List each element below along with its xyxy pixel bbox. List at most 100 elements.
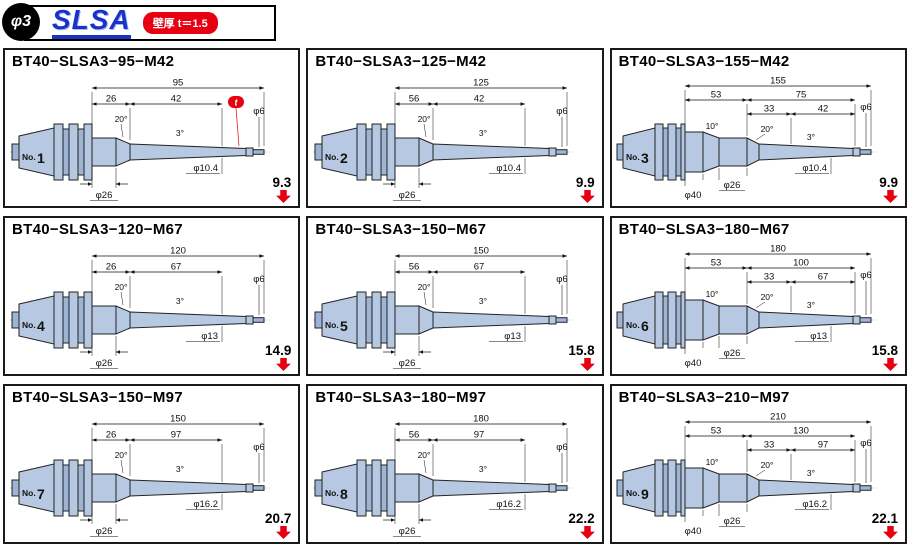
dim-label: 3° bbox=[176, 296, 184, 306]
red-down-arrow-icon bbox=[579, 358, 595, 371]
dim-label: φ6 bbox=[860, 102, 871, 113]
dim-label: 20° bbox=[760, 292, 773, 302]
dim-label: φ13 bbox=[201, 331, 218, 342]
no-number: 4 bbox=[37, 318, 45, 334]
t-badge-label: t bbox=[235, 98, 239, 108]
dim-label: 180 bbox=[473, 414, 489, 425]
dim-label: 10° bbox=[705, 289, 718, 299]
dim-label: 125 bbox=[473, 78, 489, 89]
dim-label: φ26 bbox=[399, 358, 416, 369]
dim-label: 97 bbox=[474, 430, 485, 441]
dim-label: φ13 bbox=[810, 331, 827, 342]
dim-label: 26 bbox=[106, 94, 117, 105]
weight-value: 22.2 bbox=[568, 510, 595, 526]
dim-label: φ26 bbox=[723, 348, 740, 359]
dim-label: 56 bbox=[409, 94, 420, 105]
dim-label: φ6 bbox=[860, 438, 871, 449]
dim-label: 20° bbox=[115, 114, 128, 124]
dim-label: 3° bbox=[807, 132, 815, 142]
dim-label: 3° bbox=[479, 128, 487, 138]
no-label: No. bbox=[325, 488, 339, 498]
dim-label: φ10.4 bbox=[497, 163, 522, 174]
dim-label: φ6 bbox=[557, 106, 568, 117]
dim-label: φ6 bbox=[557, 442, 568, 453]
model-number: BT40−SLSA3−120−M67 bbox=[12, 221, 183, 238]
model-number: BT40−SLSA3−150−M97 bbox=[12, 389, 183, 406]
dim-label: φ13 bbox=[505, 331, 522, 342]
dim-label: 130 bbox=[793, 426, 809, 437]
thickness-callout: t bbox=[228, 96, 244, 147]
no-number: 3 bbox=[641, 150, 649, 166]
no-label: No. bbox=[22, 152, 36, 162]
no-number: 2 bbox=[340, 150, 348, 166]
dim-label: 42 bbox=[817, 104, 828, 115]
dim-label: φ40 bbox=[684, 190, 701, 201]
dim-label: φ6 bbox=[253, 106, 264, 117]
weight-indicator: 15.8 bbox=[872, 343, 898, 371]
dim-label: 20° bbox=[115, 282, 128, 292]
dim-label: φ6 bbox=[860, 270, 871, 281]
red-down-arrow-icon bbox=[883, 190, 898, 203]
weight-value: 9.9 bbox=[879, 174, 898, 190]
dim-label: φ40 bbox=[684, 358, 701, 369]
no-label: No. bbox=[22, 488, 36, 498]
weight-value: 15.8 bbox=[568, 342, 595, 358]
no-number: 1 bbox=[37, 150, 45, 166]
red-down-arrow-icon bbox=[276, 358, 292, 371]
red-down-arrow-icon bbox=[579, 526, 595, 539]
dim-label: 3° bbox=[807, 300, 815, 310]
dim-label: 33 bbox=[763, 104, 774, 115]
weight-indicator: 9.3 bbox=[272, 174, 292, 203]
no-number: 7 bbox=[37, 486, 45, 502]
weight-value: 9.3 bbox=[272, 174, 292, 190]
dim-label: 42 bbox=[474, 94, 485, 105]
dim-label: 97 bbox=[817, 440, 828, 451]
dim-label: 20° bbox=[760, 124, 773, 134]
dim-label: 3° bbox=[479, 464, 487, 474]
weight-value: 9.9 bbox=[575, 174, 595, 190]
dim-label: φ26 bbox=[399, 190, 416, 201]
dim-label: 56 bbox=[409, 430, 420, 441]
red-down-arrow-icon bbox=[883, 358, 898, 371]
no-number: 9 bbox=[641, 486, 649, 502]
dim-label: φ16.2 bbox=[802, 499, 827, 510]
dim-label: φ26 bbox=[399, 526, 416, 537]
no-label: No. bbox=[626, 152, 640, 162]
weight-value: 20.7 bbox=[265, 510, 292, 526]
no-label: No. bbox=[325, 152, 339, 162]
red-down-arrow-icon bbox=[883, 526, 898, 539]
dim-label: 3° bbox=[807, 468, 815, 478]
weight-indicator: 20.7 bbox=[265, 510, 292, 539]
model-number: BT40−SLSA3−95−M42 bbox=[12, 53, 175, 70]
no-label: No. bbox=[22, 320, 36, 330]
dim-label: 155 bbox=[770, 76, 786, 87]
red-down-arrow-icon bbox=[276, 526, 292, 539]
dim-label: 33 bbox=[763, 272, 774, 283]
page-header: φ3 SLSA 壁厚 t＝1.5 bbox=[0, 0, 910, 46]
dim-label: φ16.2 bbox=[497, 499, 522, 510]
dim-label: 42 bbox=[171, 94, 182, 105]
dim-label: 20° bbox=[418, 450, 431, 460]
dim-label: 100 bbox=[793, 258, 809, 269]
model-number: BT40−SLSA3−125−M42 bbox=[315, 53, 487, 70]
dim-label: 53 bbox=[710, 426, 721, 437]
dim-label: 26 bbox=[106, 262, 117, 273]
dim-label: φ26 bbox=[723, 516, 740, 527]
dim-label: 26 bbox=[106, 430, 117, 441]
dim-label: φ26 bbox=[723, 180, 740, 191]
dim-label: φ6 bbox=[253, 442, 264, 453]
dim-label: 120 bbox=[170, 246, 186, 257]
